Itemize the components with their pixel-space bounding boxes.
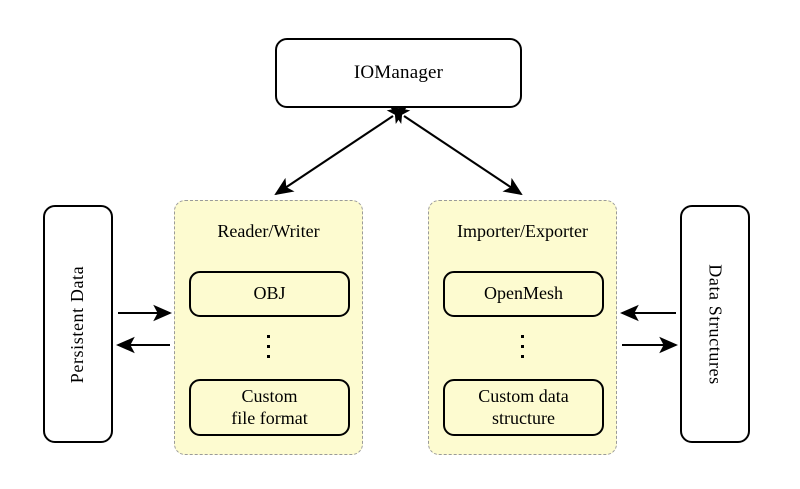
item-openmesh[interactable]: OpenMesh	[443, 271, 604, 317]
importer-exporter-ellipsis-icon	[429, 335, 616, 358]
arrow-manager-to-importer-exporter	[390, 106, 523, 196]
reader-writer-ellipsis-icon	[175, 335, 362, 358]
group-reader-writer-title: Reader/Writer	[217, 221, 320, 241]
node-data-structures-label: Data Structures	[705, 263, 726, 385]
node-persistent-data-label: Persistent Data	[67, 265, 88, 383]
arrow-manager-to-reader-writer	[274, 106, 407, 196]
node-data-structures[interactable]: Data Structures	[680, 205, 750, 443]
node-iomanager[interactable]: IOManager	[275, 38, 522, 108]
group-importer-exporter-title: Importer/Exporter	[457, 221, 588, 241]
item-obj[interactable]: OBJ	[189, 271, 350, 317]
node-persistent-data[interactable]: Persistent Data	[43, 205, 113, 443]
node-iomanager-label: IOManager	[353, 62, 444, 83]
